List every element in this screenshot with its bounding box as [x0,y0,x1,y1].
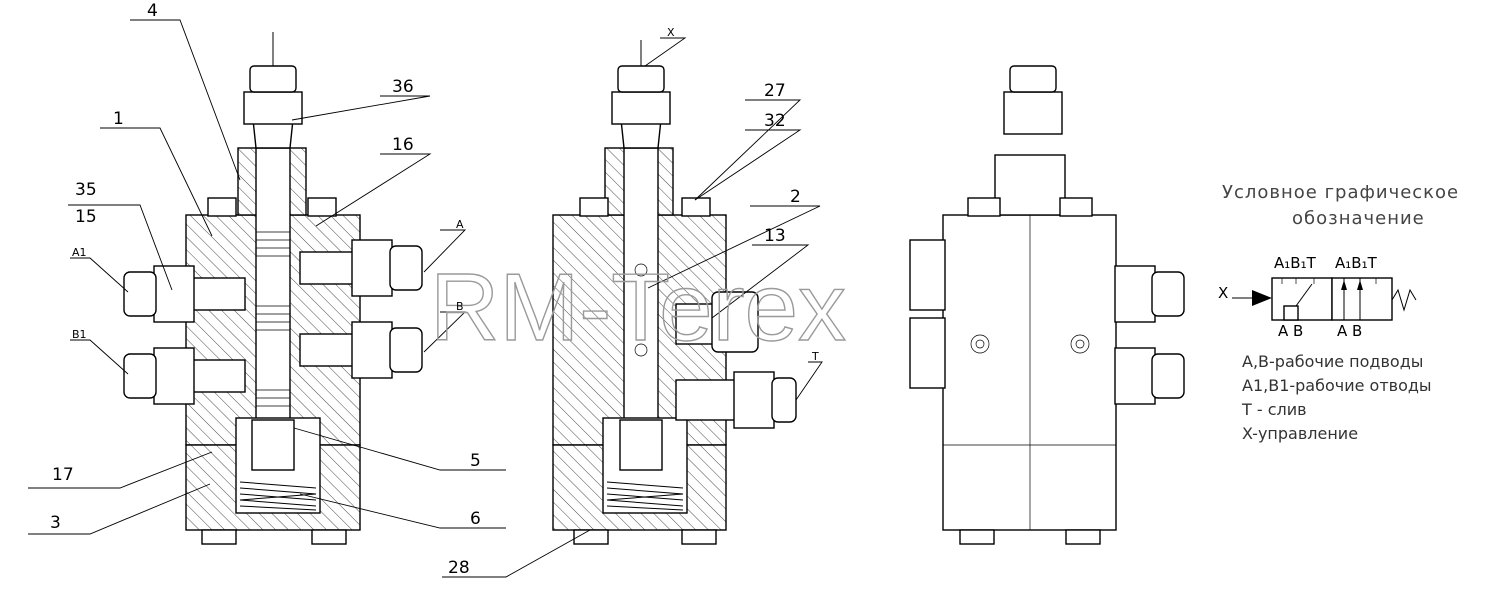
callout-2: 2 [790,187,801,207]
symbol-top-left: A₁B₁T [1274,254,1317,272]
callout-16: 16 [392,135,414,155]
callout-15: 15 [75,207,97,227]
callout-27: 27 [764,81,786,101]
legend-title-line1: Условное графическое [1222,182,1459,203]
port-x: X [667,26,675,39]
section-view-2 [552,40,797,545]
legend-note-3: T - слив [1241,400,1307,419]
callout-28: 28 [448,558,470,578]
fitting-13 [675,291,759,353]
top-bolt-right [307,197,337,217]
exterior-view [909,65,1185,545]
top-fitting-nut [243,91,303,125]
fitting-b1 [123,347,246,405]
port-a1: A1 [72,246,87,259]
leader-lines [28,19,823,578]
exterior-top-block [994,154,1066,216]
symbol-top-right: A₁B₁T [1335,254,1378,272]
spring-piston [251,419,295,471]
legend-title-line2: обозначение [1292,208,1425,229]
spool-bore [255,147,291,421]
fitting-t [675,371,797,429]
fitting-a1 [123,265,246,323]
callout-1: 1 [113,109,124,129]
port-b1: B1 [72,328,87,341]
callout-labels: 4 1 36 16 35 15 17 3 5 6 28 27 32 2 13 [50,1,801,578]
callout-32: 32 [764,111,786,131]
callout-36: 36 [392,77,414,97]
port-a: A [456,218,464,231]
legend-note-1: A,B-рабочие подводы [1242,352,1423,371]
legend-note-4: X-управление [1242,424,1358,443]
valve-symbol: A₁B₁T A₁B₁T X A B A B [1218,254,1417,340]
port-t: T [811,350,819,363]
section-view-1 [123,32,423,545]
watermark: RM-Terex [430,254,846,361]
callout-5: 5 [470,451,481,471]
fitting-a [299,239,423,297]
callout-17: 17 [52,465,74,485]
bottom-bolt-left [201,529,237,545]
spool-grooves [256,231,290,407]
callout-4: 4 [147,1,158,21]
callout-6: 6 [470,509,481,529]
exterior-body [942,214,1117,531]
port-labels: A1 B1 A B X T [72,26,819,363]
callout-3: 3 [50,513,61,533]
symbol-bottom-right: A B [1337,322,1362,340]
callout-13: 13 [764,226,786,246]
legend: Условное графическое обозначение A₁B₁T A… [1218,182,1459,443]
spring-coil [239,481,317,511]
valve2-spool-bore [623,147,659,421]
port-b: B [456,300,464,313]
symbol-bottom-left: A B [1278,322,1303,340]
legend-note-2: A1,B1-рабочие отводы [1242,376,1432,395]
bottom-bolt-right [311,529,347,545]
top-fitting-cap [249,65,297,93]
top-bolt-left [207,197,237,217]
callout-35: 35 [75,180,97,200]
symbol-x: X [1218,284,1228,302]
fitting-b [299,321,423,379]
